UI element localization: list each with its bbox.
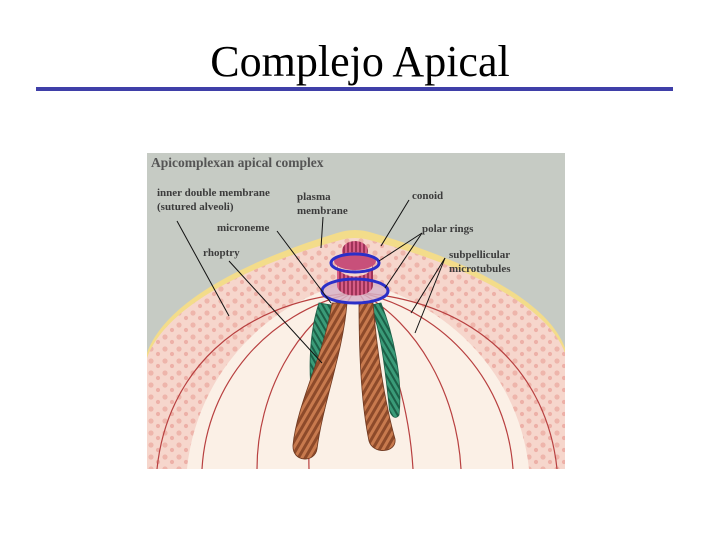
cytoplasm-shape bbox=[187, 282, 529, 469]
figure-title: Apicomplexan apical complex bbox=[151, 155, 324, 170]
label-inner-membrane-line2: (sutured alveoli) bbox=[157, 201, 234, 213]
label-microneme: microneme bbox=[217, 222, 270, 234]
title-underline bbox=[36, 87, 673, 91]
label-inner-membrane: inner double membrane (sutured alveoli) bbox=[157, 186, 270, 214]
label-polar-rings: polar rings bbox=[422, 223, 474, 235]
label-plasma-membrane-line1: plasma bbox=[297, 191, 331, 203]
label-inner-membrane-line1: inner double membrane bbox=[157, 187, 270, 199]
label-conoid: conoid bbox=[412, 190, 444, 202]
apical-complex-diagram: Apicomplexan apical complex inner double… bbox=[147, 153, 565, 469]
label-subpellicular-line1: subpellicular bbox=[449, 249, 511, 261]
label-plasma-membrane: plasma membrane bbox=[297, 190, 348, 218]
slide-title: Complejo Apical bbox=[210, 37, 510, 86]
label-subpellicular-line2: microtubules bbox=[449, 263, 511, 275]
rhoptry-right bbox=[358, 302, 396, 451]
diagram-canvas bbox=[147, 153, 565, 469]
rhoptry-left bbox=[292, 302, 348, 460]
conoid-structure bbox=[323, 241, 387, 302]
microneme-right bbox=[370, 302, 401, 418]
label-rhoptry: rhoptry bbox=[203, 247, 240, 259]
label-plasma-membrane-line2: membrane bbox=[297, 205, 348, 217]
polar-ring-upper bbox=[329, 252, 381, 274]
label-pointer-lines bbox=[176, 199, 446, 364]
label-subpellicular-microtubules: subpellicular microtubules bbox=[449, 248, 511, 276]
